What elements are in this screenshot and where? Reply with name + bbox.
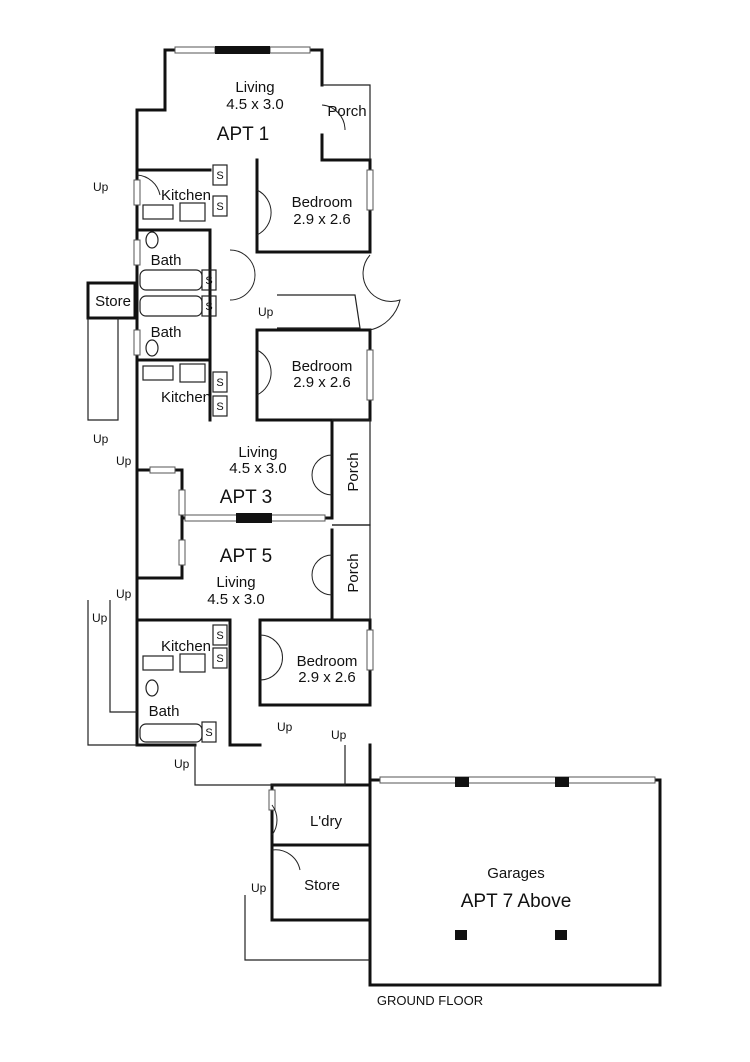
- up-label: Up: [116, 587, 132, 601]
- up-label: Up: [93, 180, 109, 194]
- up-label: Up: [116, 454, 132, 468]
- up-label: Up: [277, 720, 293, 734]
- porch-label: Porch: [345, 452, 362, 491]
- shelf-label: S: [216, 377, 223, 389]
- kitchen-label: Kitchen: [161, 389, 211, 406]
- bedroom-label: Bedroom: [297, 653, 358, 670]
- apartment-label: APT 5: [220, 546, 272, 567]
- stair-up-markers: Up Up Up Up Up Up Up Up Up Up: [92, 180, 347, 895]
- bath-label: Bath: [149, 703, 180, 720]
- windows: [133, 46, 656, 940]
- shelf-label: S: [205, 275, 212, 287]
- shelf-markers: S S S S S S S S S: [201, 164, 228, 743]
- up-label: Up: [331, 728, 347, 742]
- bedroom-size: 2.9 x 2.6: [293, 211, 351, 228]
- up-label: Up: [174, 757, 190, 771]
- porch-label: Porch: [345, 553, 362, 592]
- bath-label: Bath: [151, 252, 182, 269]
- bedroom-size: 2.9 x 2.6: [293, 374, 351, 391]
- floor-title: GROUND FLOOR: [377, 993, 483, 1008]
- up-label: Up: [258, 305, 274, 319]
- living-size: 4.5 x 3.0: [226, 96, 284, 113]
- kitchen-label: Kitchen: [161, 187, 211, 204]
- living-size: 4.5 x 3.0: [207, 591, 265, 608]
- porch-label: Porch: [327, 103, 366, 120]
- shelf-label: S: [216, 630, 223, 642]
- bedroom-label: Bedroom: [292, 358, 353, 375]
- shelf-label: S: [216, 401, 223, 413]
- living-label: Living: [216, 574, 255, 591]
- apartment-label: APT 3: [220, 487, 272, 508]
- shelf-label: S: [216, 170, 223, 182]
- bedroom-label: Bedroom: [292, 194, 353, 211]
- living-size: 4.5 x 3.0: [229, 460, 287, 477]
- living-label: Living: [238, 444, 277, 461]
- apartment-label: APT 1: [217, 124, 269, 145]
- shelf-label: S: [216, 201, 223, 213]
- bath-label: Bath: [151, 324, 182, 341]
- store-label: Store: [95, 293, 131, 310]
- up-label: Up: [92, 611, 108, 625]
- bedroom-size: 2.9 x 2.6: [298, 669, 356, 686]
- shelf-label: S: [216, 653, 223, 665]
- apartment-label: APT 7 Above: [461, 891, 572, 912]
- up-label: Up: [251, 881, 267, 895]
- laundry-label: L'dry: [310, 813, 343, 830]
- store-label: Store: [304, 877, 340, 894]
- doors: [136, 104, 401, 871]
- up-label: Up: [93, 432, 109, 446]
- garages-label: Garages: [487, 865, 545, 882]
- shelf-label: S: [205, 301, 212, 313]
- kitchen-label: Kitchen: [161, 638, 211, 655]
- living-label: Living: [235, 79, 274, 96]
- shelf-label: S: [205, 727, 212, 739]
